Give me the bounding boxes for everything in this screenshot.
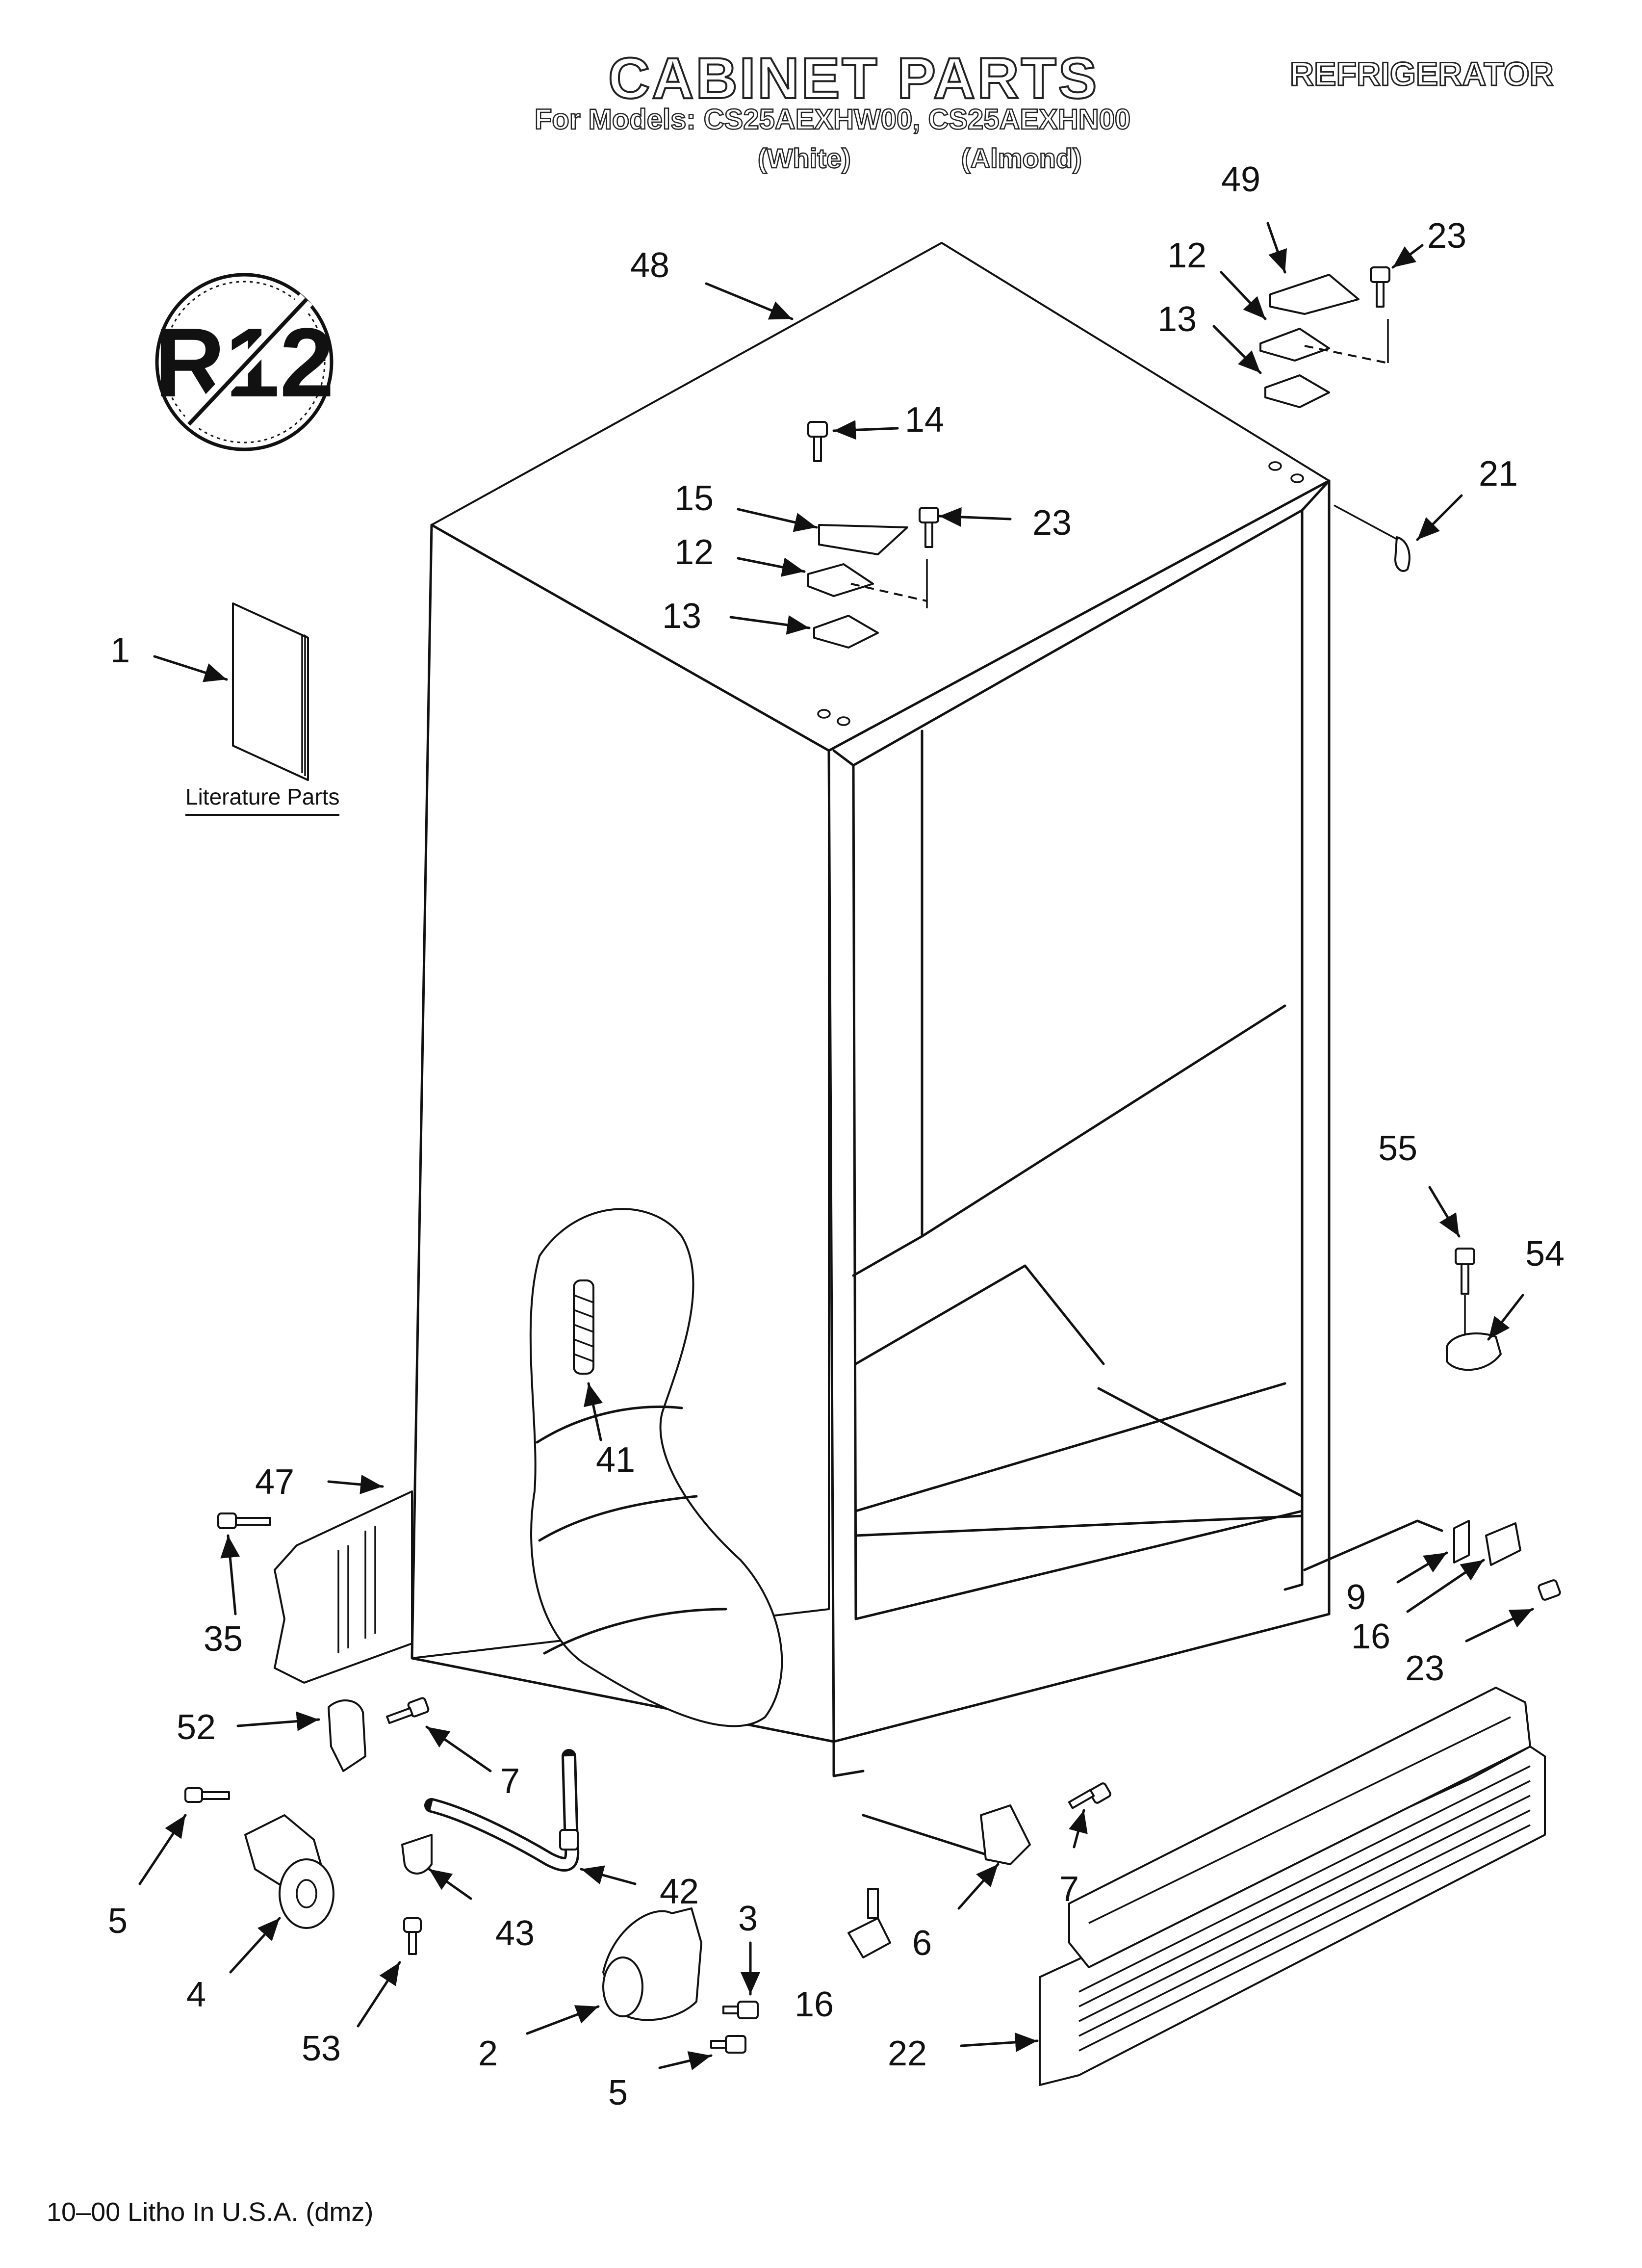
screw-23-right [1370,266,1390,308]
hinge-12-left [807,563,874,597]
callout-15: 15 [674,479,714,518]
screw-3 [722,2001,759,2019]
callout-6: 6 [912,1924,932,1963]
screw-53 [403,1917,422,1955]
callout-35: 35 [204,1619,243,1659]
callout-4: 4 [186,1975,206,2014]
roller-bracket-2 [602,1907,702,2021]
hinge-cover-49 [1269,274,1360,315]
callout-16-bottom: 16 [795,1985,834,2024]
callout-47: 47 [255,1462,294,1502]
caster-4 [244,1814,334,1929]
callout-23-top-right: 23 [1427,216,1466,256]
callout-7-left: 7 [500,1762,520,1801]
callout-43: 43 [495,1914,535,1953]
callout-9: 9 [1346,1578,1366,1617]
callout-53: 53 [302,2029,341,2068]
literature-booklet [232,602,309,781]
footer-text: 10–00 Litho In U.S.A. (dmz) [47,2197,374,2227]
color-almond-label: (Almond) [961,142,1082,175]
callout-52: 52 [177,1708,216,1747]
drain-spring [573,1279,594,1375]
callout-13-left: 13 [662,597,701,636]
callout-22: 22 [888,2034,927,2073]
callout-41: 41 [596,1440,635,1480]
callout-12-left: 12 [674,533,714,572]
screw-5-right [710,2035,746,2054]
callout-7-right: 7 [1059,1870,1079,1909]
color-white-label: (White) [757,142,851,175]
category-label: REFRIGERATOR [1289,55,1555,94]
callout-16-right: 16 [1351,1617,1390,1656]
callout-numbers: 49 23 12 13 48 14 15 23 12 13 21 1 55 54… [108,160,1565,2112]
clip-21 [1394,536,1411,572]
bracket-9-16-group [1303,1519,1561,1601]
callout-5-right: 5 [608,2073,628,2112]
callout-48: 48 [630,246,669,285]
screw-5-left [184,1787,230,1803]
drain-tube-42 [424,1749,580,1872]
callout-54: 54 [1525,1234,1565,1274]
callout-21: 21 [1479,454,1518,494]
callout-14: 14 [905,400,944,440]
page-title: CABINET PARTS [607,45,1099,112]
literature-caption: Literature Parts [185,783,340,816]
callout-2: 2 [478,2034,498,2073]
callout-23-bottom: 23 [1405,1649,1444,1688]
screw-35 [217,1512,271,1529]
hinge-12-right [1259,328,1330,362]
hinge-cover-15 [818,524,908,555]
bracket-6 [862,1782,1111,1865]
screw-23-top [919,507,939,548]
cabinet-shell [410,242,1331,1777]
leader-lines [138,222,1534,2070]
bracket-52 [328,1697,430,1772]
bracket-16 [847,1888,891,1958]
callout-13-right: 13 [1157,300,1197,339]
callout-23-mid: 23 [1032,503,1072,543]
callout-49: 49 [1221,160,1260,199]
callout-55: 55 [1378,1129,1417,1168]
upper-hinge-group-left [807,421,939,649]
callout-5-left: 5 [108,1902,128,1941]
callout-1: 1 [110,631,130,670]
models-line: For Models: CS25AEXHW00, CS25AEXHN00 [534,103,1131,136]
clip-43 [401,1834,433,1875]
callout-12-right: 12 [1167,236,1206,275]
screw-14 [807,421,828,462]
callout-42: 42 [660,1872,699,1911]
upper-hinge-group-right [1259,266,1390,408]
panel-47 [274,1490,413,1684]
hinge-13-left [813,615,879,649]
bracket-54-group [1446,1248,1502,1371]
hinge-13-right [1264,374,1330,408]
callout-3: 3 [738,1899,758,1938]
no-r12-icon: R12 [154,273,334,451]
base-grille-22 [1039,1687,1546,2086]
